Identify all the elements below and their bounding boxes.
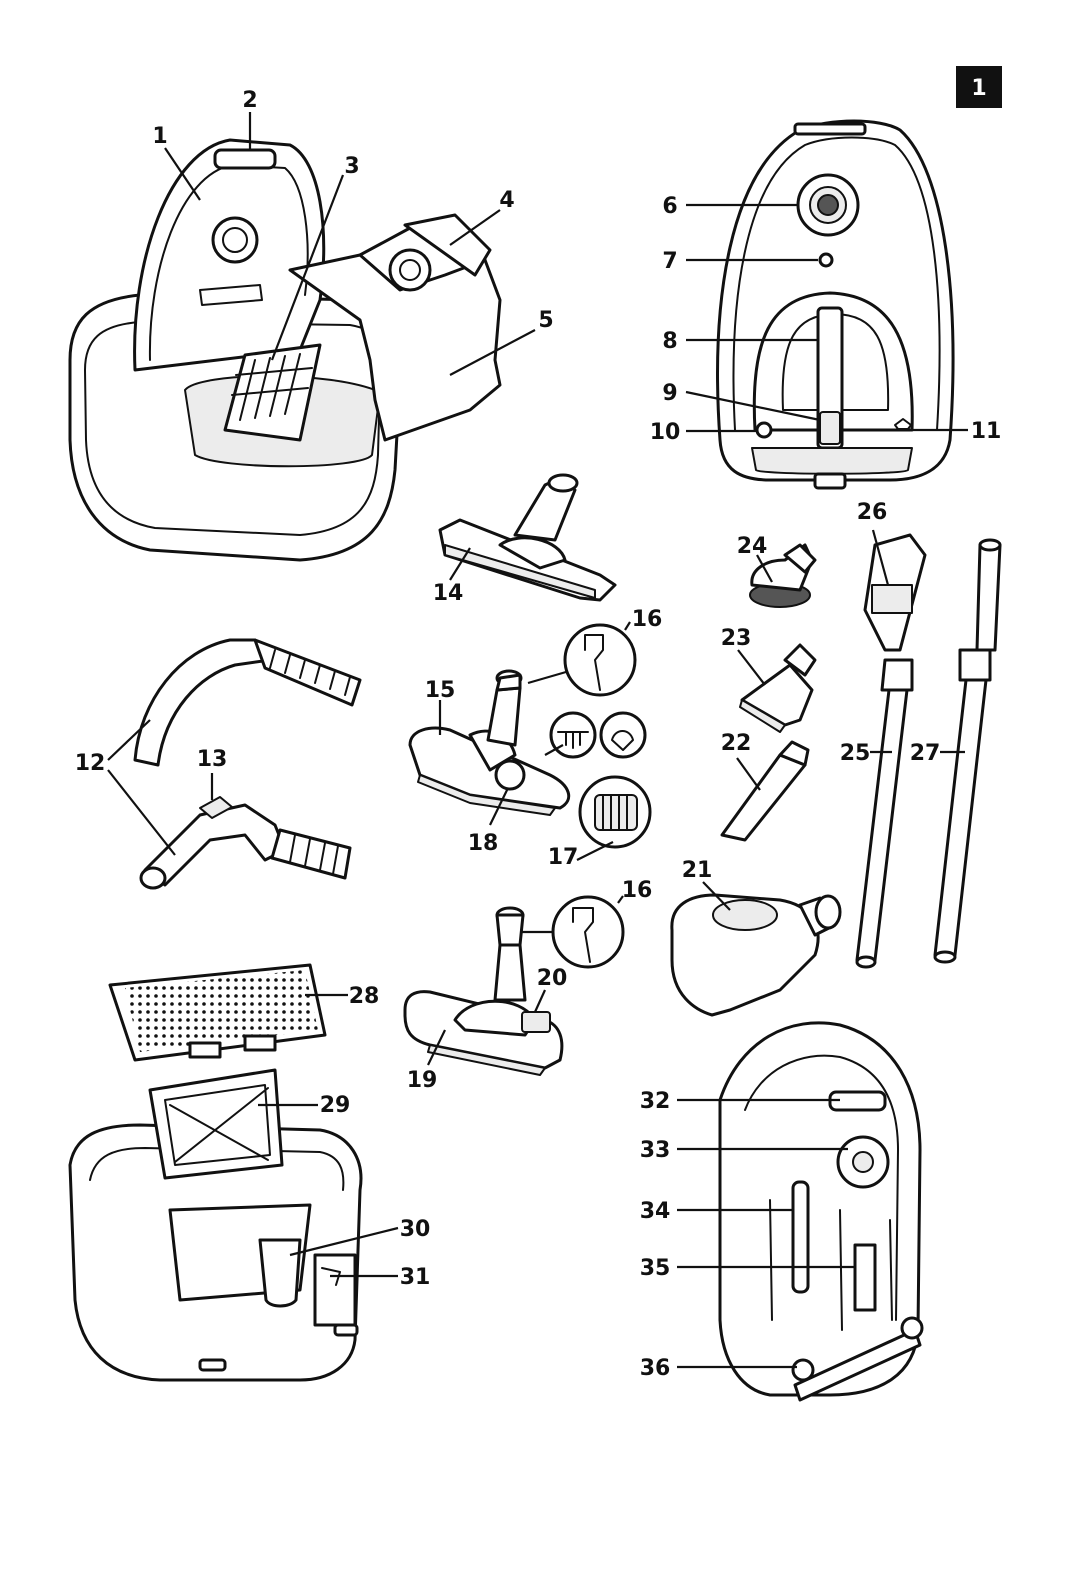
label-14: 14 [433,581,464,606]
straight-tube-illustration [933,538,1002,964]
label-33: 33 [640,1138,671,1163]
vacuum-top-view-illustration [716,119,955,490]
label-10: 10 [650,420,681,445]
label-12: 12 [75,751,106,776]
telescopic-tube-illustration [855,533,927,969]
parquet-nozzle-illustration [438,473,617,602]
hose-illustration [133,638,362,767]
label-26: 26 [857,500,888,525]
label-6: 6 [662,194,677,219]
carpet-nozzle-illustration [403,895,625,1076]
exhaust-filter-grille-illustration [108,963,327,1062]
label-23: 23 [721,626,752,651]
label-35: 35 [640,1256,671,1281]
label-27: 27 [910,741,941,766]
label-4: 4 [499,188,514,213]
open-vacuum-illustration [68,138,502,562]
vacuum-bottom-view-illustration [718,1021,924,1402]
label-36: 36 [640,1356,671,1381]
vacuum-rear-body-illustration [68,1068,363,1382]
label-29: 29 [320,1093,351,1118]
label-16-a: 16 [632,607,663,632]
label-16-b: 16 [622,878,653,903]
label-2: 2 [242,88,257,113]
label-20: 20 [537,966,568,991]
label-25: 25 [840,741,871,766]
label-11: 11 [971,419,1002,444]
label-5: 5 [538,308,553,333]
label-21: 21 [682,858,713,883]
label-24: 24 [737,534,768,559]
crevice-tool-illustration [720,740,810,842]
label-28: 28 [349,984,380,1009]
label-1: 1 [152,124,167,149]
label-7: 7 [662,249,677,274]
label-17: 17 [548,845,579,870]
dusting-brush-illustration [749,543,817,608]
page-number-badge: 1 [956,66,1002,108]
label-30: 30 [400,1217,431,1242]
label-3: 3 [344,154,359,179]
hose-handle-illustration [139,796,352,890]
label-32: 32 [640,1089,671,1114]
label-15: 15 [425,678,456,703]
label-8: 8 [662,329,677,354]
label-31: 31 [400,1265,431,1290]
page-number: 1 [971,76,986,101]
label-13: 13 [197,747,228,772]
multi-surface-nozzle-illustration [408,623,652,849]
label-34: 34 [640,1199,671,1224]
label-19: 19 [407,1068,438,1093]
turbo-brush-illustration [670,893,842,1017]
label-22: 22 [721,731,752,756]
label-18: 18 [468,831,499,856]
label-9: 9 [662,381,677,406]
upholstery-nozzle-illustration [739,643,817,733]
